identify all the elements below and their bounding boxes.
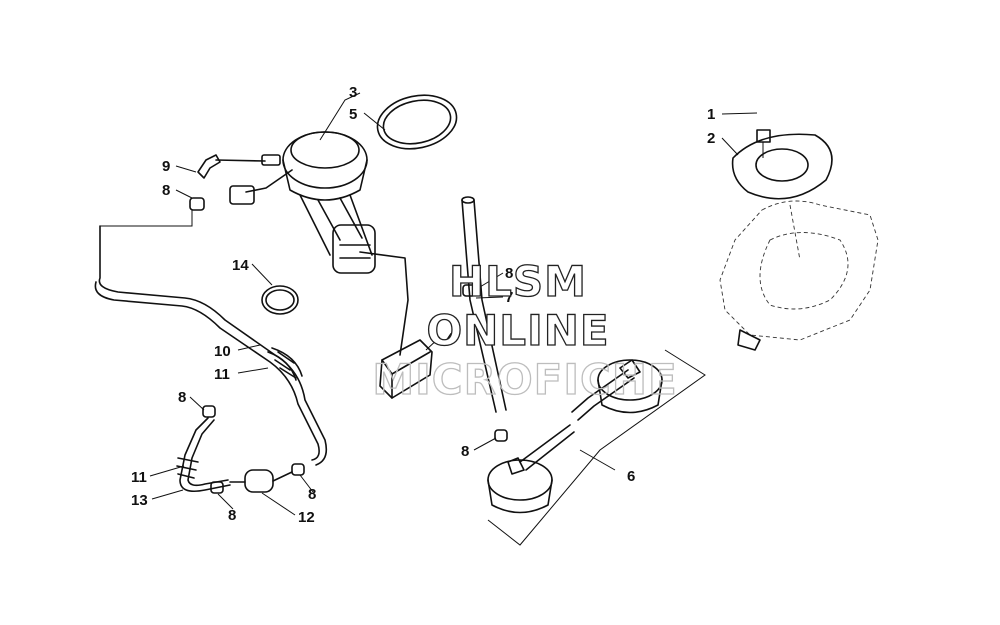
callout-8: 8 — [461, 443, 469, 460]
elbow-fitting — [197, 154, 281, 179]
fuel-pump-assembly — [229, 131, 409, 356]
callout-5: 5 — [349, 106, 357, 123]
callout-4: 4 — [446, 330, 455, 347]
watermark-line-3: MICROFICHE — [372, 355, 677, 404]
callout-8: 8 — [228, 507, 236, 524]
callout-labels: 3 5 9 8 14 10 11 8 11 13 8 12 8 4 8 7 8 … — [131, 84, 715, 526]
callout-8: 8 — [308, 486, 316, 503]
callout-12: 12 — [298, 509, 315, 526]
watermark-line-2: ONLINE — [426, 306, 609, 355]
callout-11: 11 — [131, 469, 147, 486]
fuel-tank — [719, 129, 879, 351]
callout-3: 3 — [349, 84, 357, 101]
callout-14: 14 — [232, 257, 249, 274]
callout-2: 2 — [707, 130, 715, 147]
callout-13: 13 — [131, 492, 148, 509]
watermark: HLSM ONLINE MICROFICHE — [372, 256, 678, 404]
watermark-line-1: HLSM — [449, 257, 587, 306]
leader-lines — [149, 92, 758, 516]
callout-8: 8 — [162, 182, 170, 199]
callout-1: 1 — [707, 106, 715, 123]
fuel-filter — [229, 469, 293, 493]
o-ring-seal — [376, 94, 458, 150]
hose-clamps — [189, 197, 508, 494]
sending-unit — [379, 339, 433, 399]
retaining-clip — [261, 285, 299, 315]
callout-6: 6 — [627, 468, 635, 485]
vent-tube — [461, 196, 507, 413]
pump-bracket-assembly — [487, 349, 706, 546]
callout-11: 11 — [214, 366, 230, 383]
fuel-hose-main — [94, 210, 328, 466]
short-hose — [176, 417, 231, 493]
callout-8: 8 — [178, 389, 186, 406]
callout-8: 8 — [505, 265, 513, 282]
callout-7: 7 — [505, 289, 513, 306]
callout-9: 9 — [162, 158, 170, 175]
callout-10: 10 — [214, 343, 231, 360]
